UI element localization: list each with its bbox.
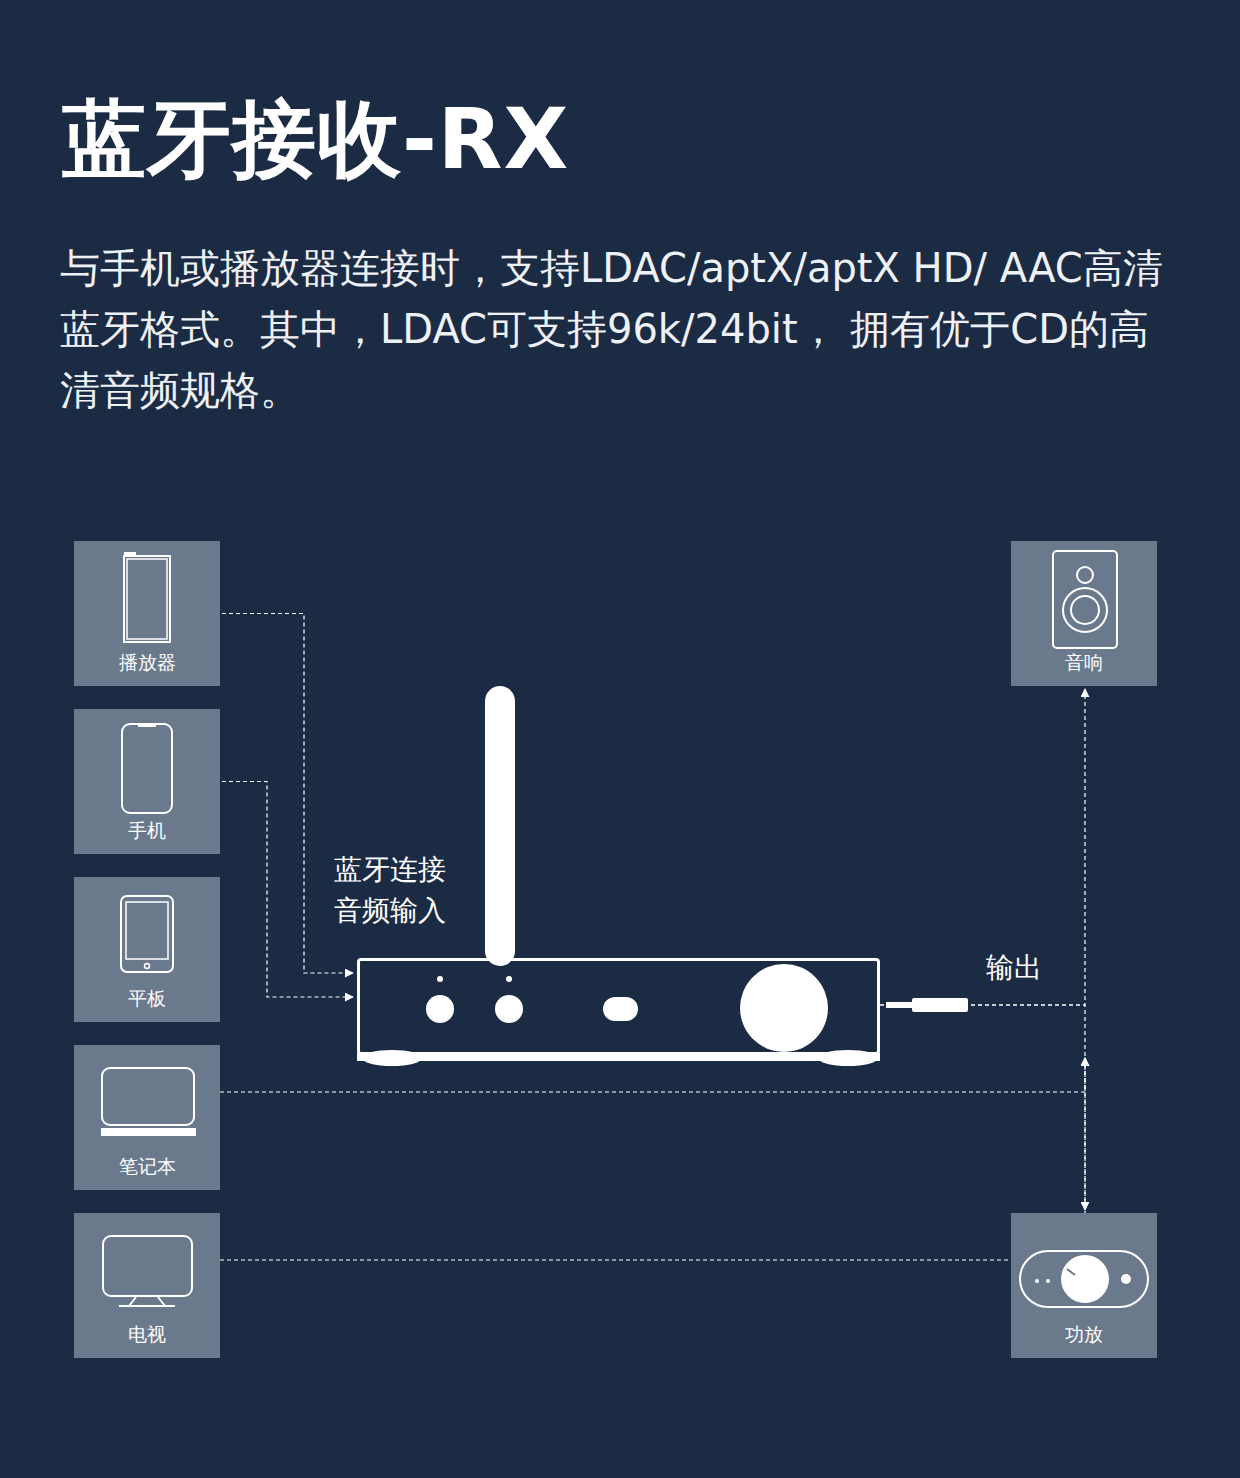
box-label: 功放	[1011, 1323, 1157, 1346]
usb-port	[603, 997, 638, 1021]
signal-connector	[880, 689, 1085, 1005]
led	[506, 976, 512, 982]
button	[495, 995, 523, 1023]
receiver-unit: 蓝牙连接 音频输入	[357, 958, 880, 1055]
led	[437, 976, 443, 982]
description-text: 与手机或播放器连接时，支持LDAC/aptX/aptX HD/ AAC高清蓝牙格…	[60, 238, 1180, 421]
box-label: 手机	[74, 819, 220, 842]
device-box: 手机	[74, 709, 220, 854]
device-box: 功放	[1011, 1213, 1157, 1358]
box-label: 笔记本	[74, 1155, 220, 1178]
box-label: 音响	[1011, 651, 1157, 674]
signal-connector	[220, 1058, 1085, 1092]
output-label: 输出	[986, 950, 1042, 986]
signal-connector	[220, 1058, 1085, 1260]
signal-connector	[222, 782, 353, 998]
device-box: 平板	[74, 877, 220, 1022]
input-label: 蓝牙连接 音频输入	[334, 849, 452, 931]
device-box: 播放器	[74, 541, 220, 686]
signal-connector	[880, 1005, 1085, 1210]
signal-connector	[222, 614, 353, 974]
antenna	[485, 686, 515, 966]
button	[426, 995, 454, 1023]
device-box: 电视	[74, 1213, 220, 1358]
device-box: 音响	[1011, 541, 1157, 686]
box-label: 电视	[74, 1323, 220, 1346]
box-label: 平板	[74, 987, 220, 1010]
device-box: 笔记本	[74, 1045, 220, 1190]
volume-knob	[740, 964, 828, 1052]
box-label: 播放器	[74, 651, 220, 674]
page-title: 蓝牙接收-RX	[62, 84, 569, 194]
